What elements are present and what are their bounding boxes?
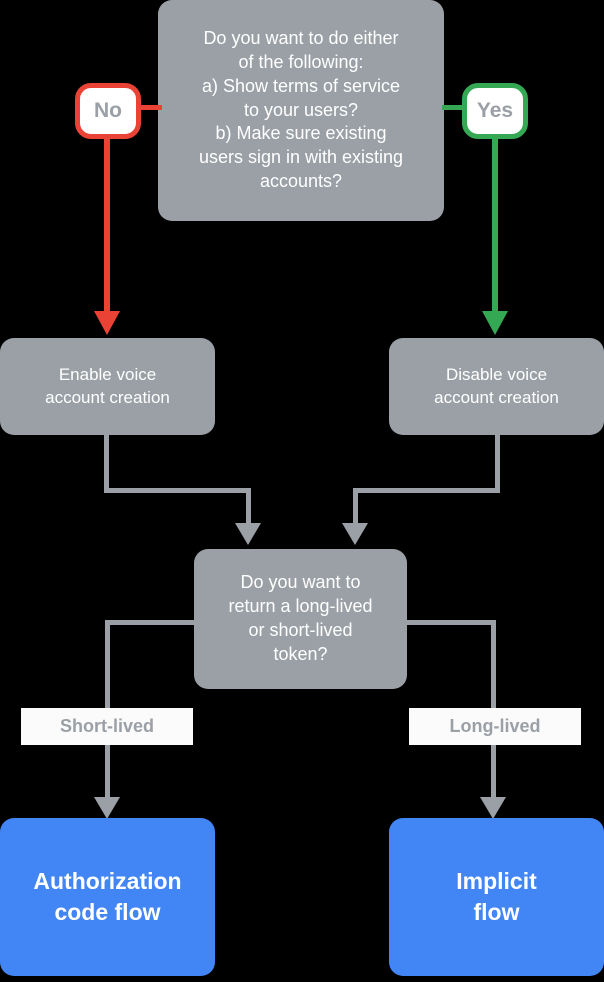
arrowhead-long	[480, 797, 506, 819]
chip-yes-label: Yes	[476, 99, 514, 122]
connector-yes-stub	[442, 105, 464, 110]
chip-no-label: No	[94, 99, 122, 122]
node-implicit-flow-text: Implicit flow	[456, 868, 537, 925]
node-top-question-text: Do you want to do either of the followin…	[198, 27, 404, 192]
edge-label-long-lived[interactable]: Long-lived	[409, 708, 581, 745]
connector-no-vertical	[104, 137, 110, 314]
connector-short-across	[105, 620, 197, 625]
connector-yes-vertical	[492, 137, 498, 314]
chip-yes[interactable]: Yes	[462, 83, 528, 139]
node-enable-voice-text: Enable voice account creation	[45, 364, 170, 407]
node-token-question-text: Do you want to return a long-lived or sh…	[228, 572, 373, 664]
edge-label-long-lived-text: Long-lived	[449, 716, 541, 736]
node-implicit-flow[interactable]: Implicit flow	[389, 818, 604, 976]
arrowhead-merge-right	[342, 523, 368, 545]
connector-disable-drop	[353, 488, 358, 528]
chip-no[interactable]: No	[75, 83, 141, 139]
node-enable-voice[interactable]: Enable voice account creation	[0, 338, 215, 435]
node-authorization-code-flow-text: Authorization code flow	[33, 868, 182, 925]
node-token-question[interactable]: Do you want to return a long-lived or sh…	[194, 549, 407, 689]
connector-no-stub	[140, 105, 162, 110]
connector-long-across	[404, 620, 496, 625]
connector-enable-down	[104, 435, 109, 493]
edge-label-short-lived-text: Short-lived	[59, 716, 154, 736]
arrowhead-yes	[482, 311, 508, 335]
connector-disable-down	[495, 435, 500, 493]
connector-enable-drop	[246, 488, 251, 528]
connector-disable-across	[353, 488, 500, 493]
arrowhead-merge-left	[235, 523, 261, 545]
node-top-question[interactable]: Do you want to do either of the followin…	[158, 0, 444, 221]
connector-enable-across	[104, 488, 251, 493]
node-authorization-code-flow[interactable]: Authorization code flow	[0, 818, 215, 976]
edge-label-short-lived[interactable]: Short-lived	[21, 708, 193, 745]
arrowhead-short	[94, 797, 120, 819]
node-disable-voice-text: Disable voice account creation	[434, 364, 559, 407]
node-disable-voice[interactable]: Disable voice account creation	[389, 338, 604, 435]
arrowhead-no	[94, 311, 120, 335]
